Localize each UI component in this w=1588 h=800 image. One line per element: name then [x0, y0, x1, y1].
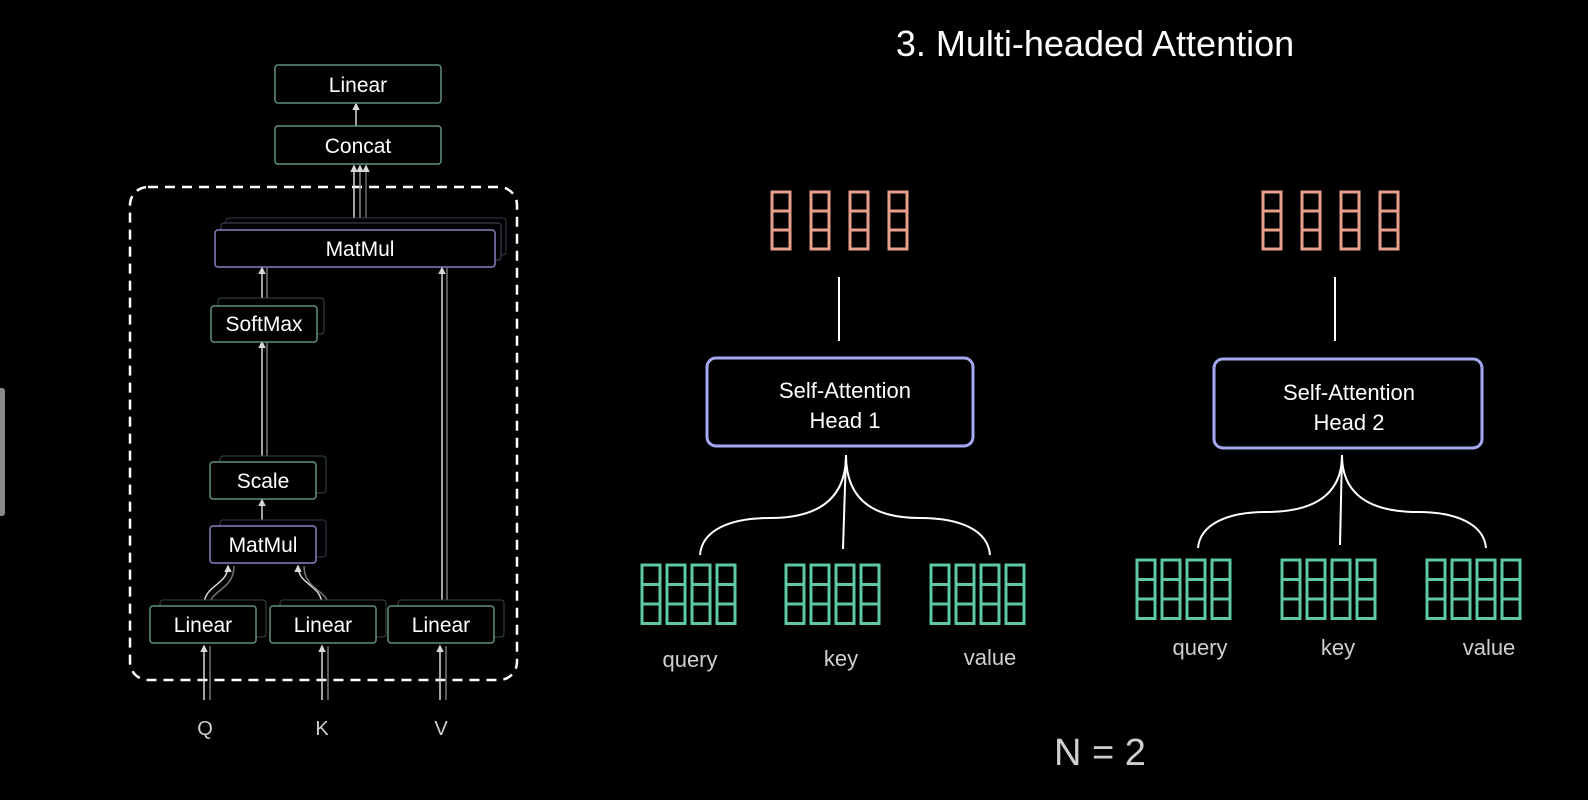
matmul-bottom-box	[209, 525, 317, 564]
linear-v-label: Linear	[412, 614, 470, 637]
head-1-key-label: key	[824, 646, 858, 671]
concat-box	[274, 125, 442, 165]
input-vector	[809, 563, 831, 625]
output-vector	[1378, 190, 1400, 251]
input-vector	[1305, 558, 1327, 620]
top-linear-label: Linear	[329, 74, 387, 97]
head-2-brace	[1197, 454, 1487, 549]
input-vector	[859, 563, 881, 625]
input-vector	[1355, 558, 1377, 620]
head-2-value-label: value	[1463, 635, 1516, 660]
input-vector	[784, 563, 806, 625]
output-vector	[1261, 190, 1283, 251]
output-vector	[1339, 190, 1361, 251]
top-linear-box	[274, 64, 442, 104]
input-vector	[1160, 558, 1182, 620]
head-1-brace	[699, 454, 991, 556]
head-1-output-vectors	[770, 190, 909, 251]
input-vector	[1330, 558, 1352, 620]
linear-k-box	[269, 605, 377, 644]
input-vector	[979, 563, 1001, 625]
head-1-line1: Self-Attention	[779, 378, 911, 403]
input-vector	[1425, 558, 1447, 620]
input-vector	[834, 563, 856, 625]
matmul-bottom-label: MatMul	[229, 534, 298, 557]
input-q-label: Q	[197, 718, 213, 740]
scale-box	[209, 461, 317, 500]
matmul-top-label: MatMul	[326, 238, 395, 261]
input-vector	[1210, 558, 1232, 620]
scale-label: Scale	[237, 470, 290, 493]
output-vector	[809, 190, 831, 251]
output-vector	[848, 190, 870, 251]
multi-head-attention-diagram: Linear Concat MatMul SoftMax Scale MatMu…	[128, 64, 519, 740]
input-vector	[1185, 558, 1207, 620]
output-vector	[770, 190, 792, 251]
linear-v-box	[387, 605, 495, 644]
linear-q-label: Linear	[174, 614, 232, 637]
input-vector	[665, 563, 687, 625]
linear-k-label: Linear	[294, 614, 352, 637]
head-2-input-vectors	[1135, 558, 1522, 620]
head-2-group: Self-Attention Head 2 query key value	[1135, 190, 1522, 660]
dashed-container	[128, 185, 519, 682]
side-scroll-handle[interactable]	[0, 388, 5, 516]
head-1-value-label: value	[964, 645, 1017, 670]
input-vector	[1450, 558, 1472, 620]
softmax-label: SoftMax	[225, 313, 303, 336]
output-vector	[887, 190, 909, 251]
head-2-line1: Self-Attention	[1283, 380, 1415, 405]
n-heads-label: N = 2	[1054, 732, 1146, 774]
linear-q-box	[149, 605, 257, 644]
softmax-box	[210, 305, 318, 343]
input-vector	[1475, 558, 1497, 620]
head-2-key-label: key	[1321, 635, 1355, 660]
head-1-input-vectors	[640, 563, 1026, 625]
input-vector	[690, 563, 712, 625]
input-vector	[640, 563, 662, 625]
head-1-query-label: query	[662, 647, 717, 672]
output-vector	[1300, 190, 1322, 251]
matmul-top-box	[214, 229, 496, 268]
concat-label: Concat	[325, 135, 392, 158]
head-2-line2: Head 2	[1314, 410, 1385, 435]
head-1-group: Self-Attention Head 1 query key value	[640, 190, 1026, 672]
input-vector	[1135, 558, 1157, 620]
head-2-output-vectors	[1261, 190, 1400, 251]
input-vector	[1280, 558, 1302, 620]
input-k-label: K	[315, 718, 329, 740]
input-v-label: V	[434, 718, 448, 740]
input-vector	[1500, 558, 1522, 620]
head-2-box	[1212, 357, 1484, 450]
input-vector	[1004, 563, 1026, 625]
input-vector	[715, 563, 737, 625]
input-vector	[929, 563, 951, 625]
input-vector	[954, 563, 976, 625]
head-1-line2: Head 1	[810, 408, 881, 433]
slide-title: 3. Multi-headed Attention	[896, 23, 1294, 64]
head-2-query-label: query	[1172, 635, 1227, 660]
head-1-box	[705, 356, 975, 448]
